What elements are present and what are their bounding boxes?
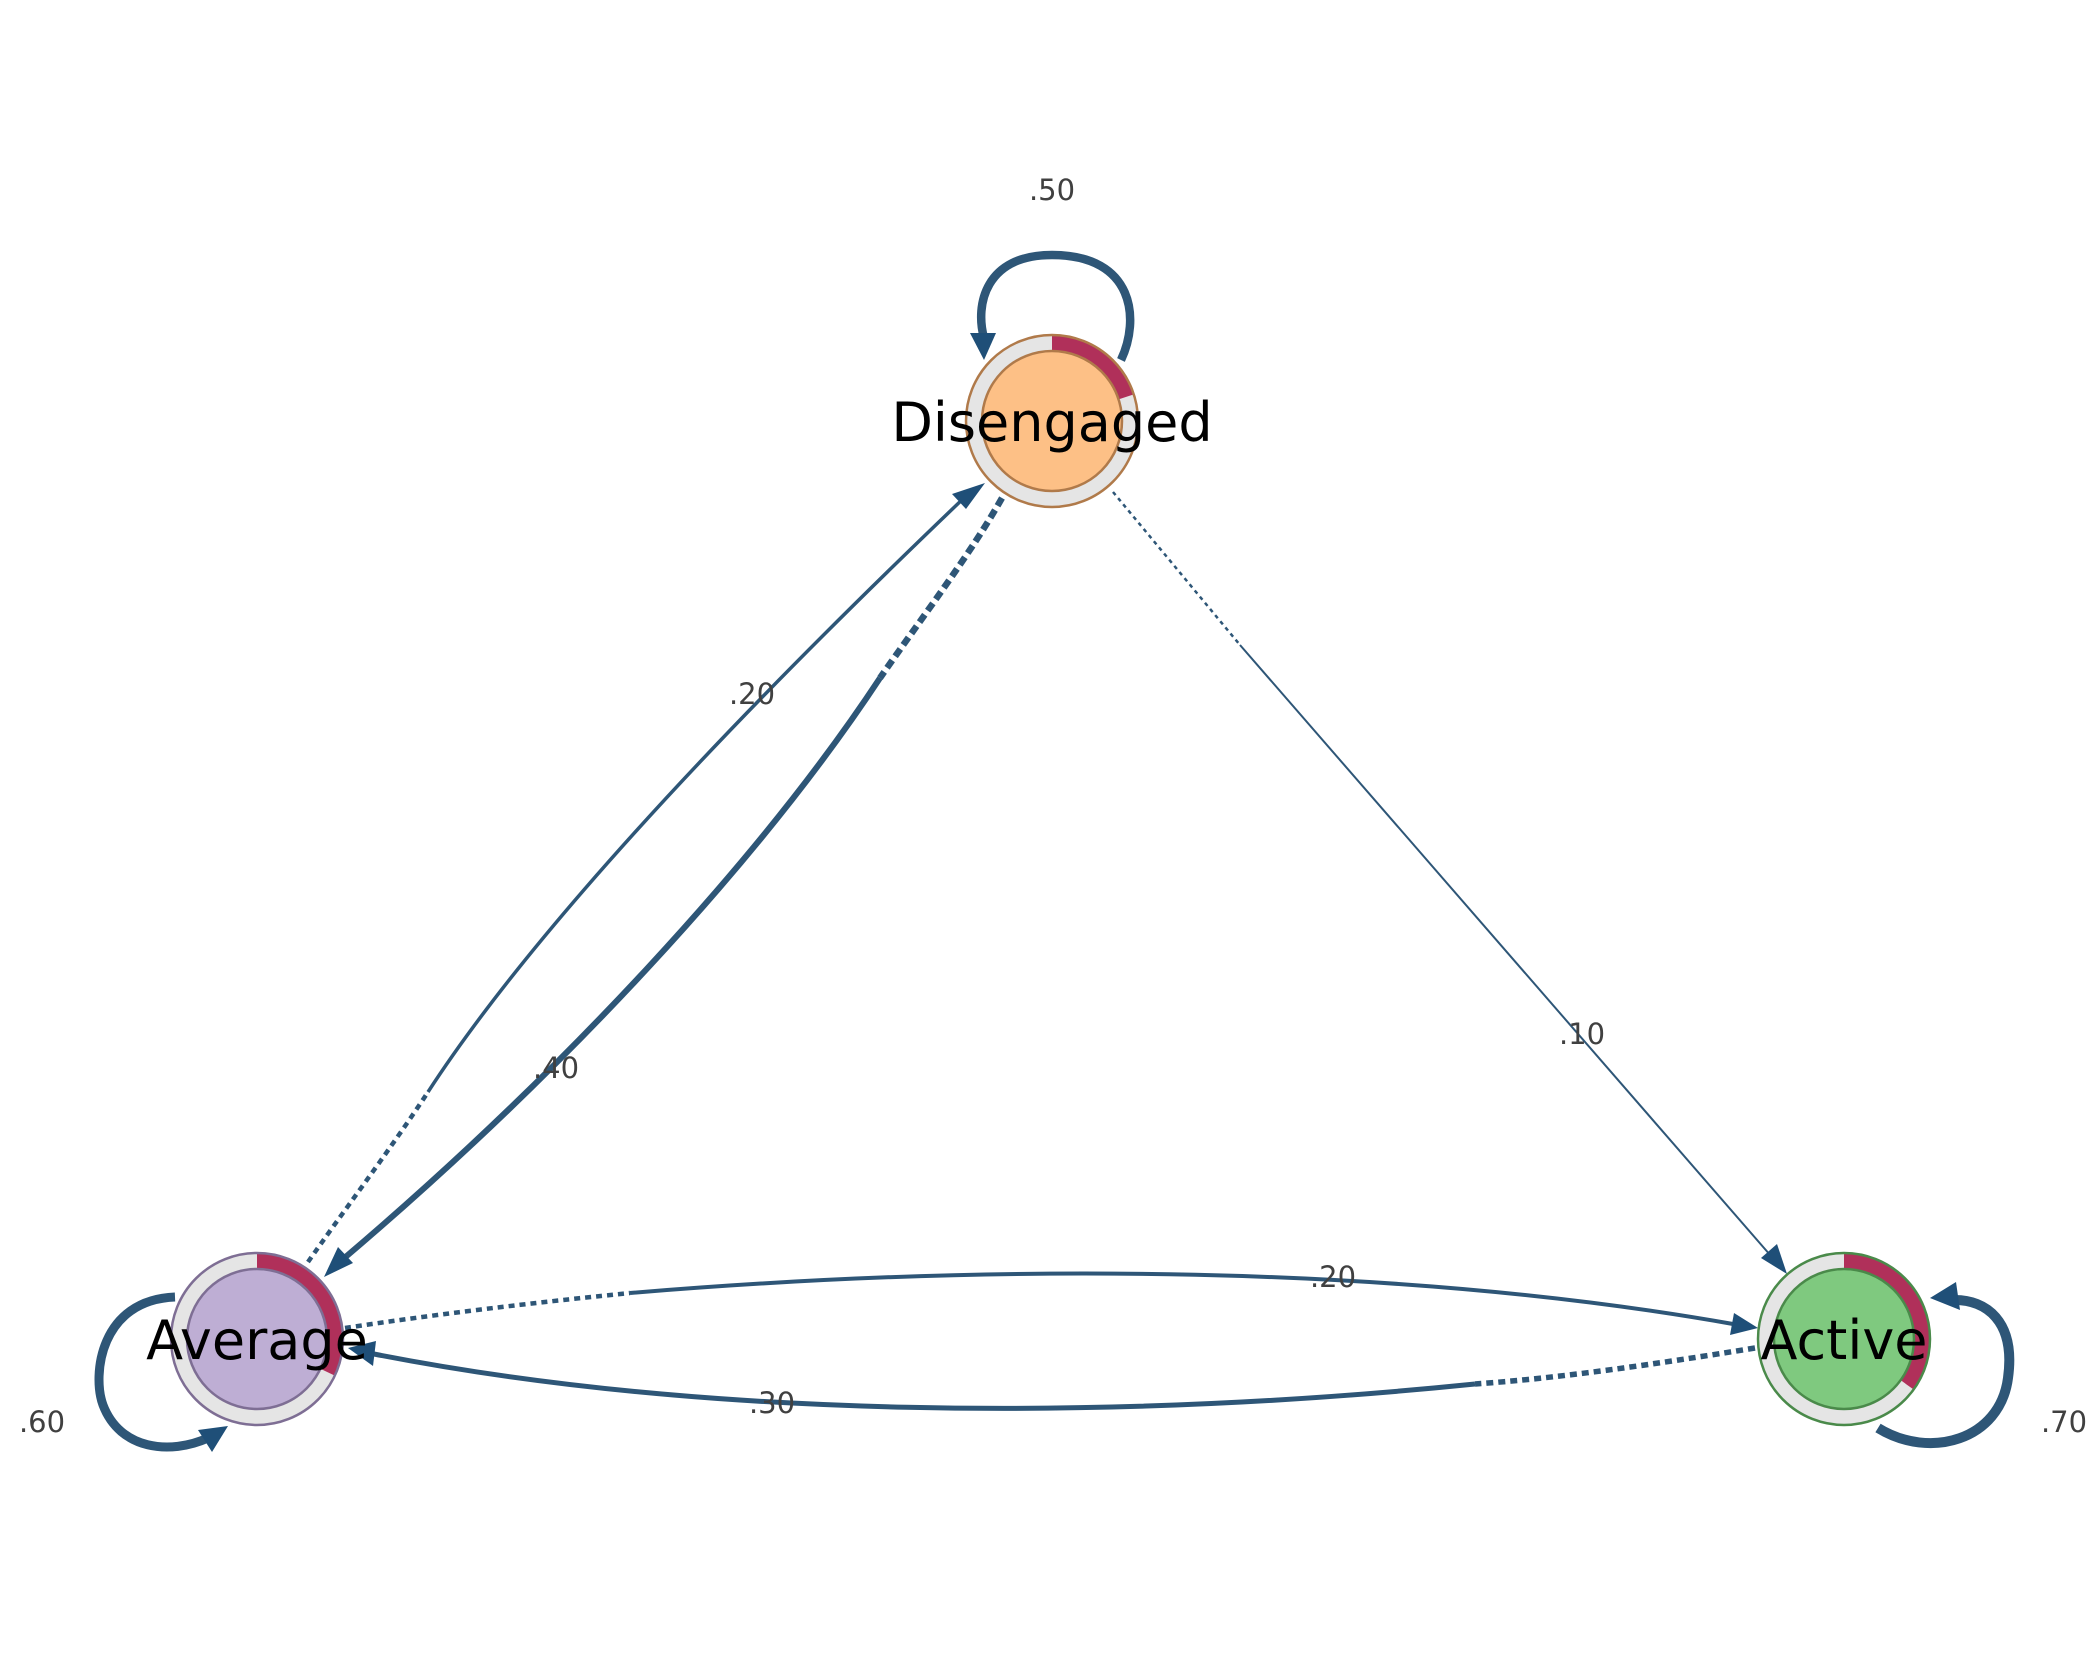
node-outer-border (1756, 1251, 1932, 1427)
edge-label: .40 (533, 1051, 579, 1085)
edge-disengaged-to-active: .10 (1112, 491, 1787, 1274)
edge-average-to-disengaged: .20 (306, 483, 985, 1264)
arrowhead (1730, 1313, 1758, 1335)
node-pie-segment (1844, 1253, 1930, 1390)
edge-line (373, 1351, 1476, 1411)
edge-label: .20 (729, 677, 775, 711)
edge-active-to-average: .30 (348, 1341, 1756, 1420)
arrowhead (970, 333, 996, 360)
arrowhead (324, 1247, 353, 1277)
edges: .20 .40 .10 .20 .30 (19, 173, 2087, 1452)
edge-line (629, 1271, 1734, 1326)
nodes: Disengaged Average Active (146, 333, 1932, 1427)
node-label: Disengaged (891, 391, 1212, 454)
node-outer-border (169, 1251, 345, 1427)
arrowhead (1761, 1244, 1787, 1274)
edge-disengaged-to-average: .40 (324, 496, 1005, 1277)
node-active: Active (1756, 1251, 1932, 1427)
edge-label: .30 (749, 1386, 795, 1420)
node-disengaged: Disengaged (891, 333, 1213, 509)
edge-line (340, 676, 883, 1263)
node-outer-border (964, 333, 1140, 509)
edge-line-dashed (344, 1290, 631, 1331)
edge-line-dashed (1474, 1345, 1756, 1387)
edge-disengaged-self-loop: .50 (970, 173, 1135, 362)
node-label: Average (146, 1309, 368, 1372)
arrowhead (348, 1341, 376, 1366)
edge-active-self-loop: .70 (1875, 1282, 2087, 1449)
edge-line-dashed (306, 1090, 430, 1264)
edge-label: .10 (1559, 1017, 1605, 1051)
edge-label: .20 (1310, 1260, 1356, 1294)
edge-line-dashed (1112, 491, 1241, 646)
edge-line (94, 1292, 210, 1452)
edge-label: .60 (19, 1405, 65, 1439)
edge-label: .50 (1029, 173, 1075, 207)
edge-label: .70 (2041, 1405, 2087, 1439)
node-average: Average (146, 1251, 368, 1427)
edge-line-dashed (877, 496, 1005, 680)
node-label: Active (1760, 1309, 1927, 1372)
node-inner-circle (185, 1267, 329, 1411)
arrowhead (198, 1426, 228, 1452)
edge-line (977, 250, 1135, 362)
arrowhead (1930, 1282, 1960, 1310)
edge-line (1875, 1295, 2015, 1449)
edge-line (1239, 644, 1772, 1257)
node-pie-segment (1052, 335, 1134, 400)
node-inner-circle (1772, 1267, 1916, 1411)
edge-average-self-loop: .60 (19, 1292, 228, 1452)
edge-average-to-active: .20 (344, 1260, 1758, 1335)
node-inner-circle (980, 349, 1124, 493)
edge-line (426, 494, 968, 1093)
arrowhead (952, 483, 985, 509)
